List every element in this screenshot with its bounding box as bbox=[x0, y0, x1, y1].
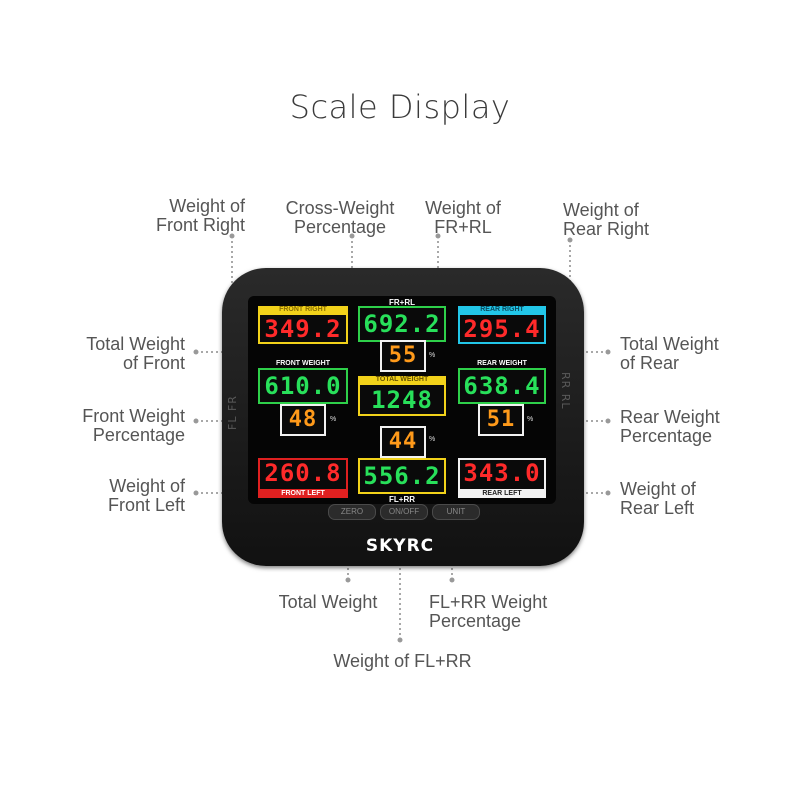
rear-right-readout bbox=[458, 306, 546, 344]
caption-line: Percentage bbox=[293, 217, 387, 237]
caption-total-front: Total Weight of Front bbox=[40, 335, 185, 373]
brand-logo: SKYRC bbox=[365, 536, 435, 556]
fr-rl-value: 692.2 bbox=[358, 306, 446, 342]
caption-line: of Rear bbox=[620, 353, 680, 373]
front-left-tag: FRONT LEFT bbox=[281, 490, 325, 497]
rear-pct-unit: % bbox=[527, 416, 534, 423]
caption-line: of Front bbox=[122, 353, 185, 373]
caption-weight-rear-right: Weight of Rear Right bbox=[563, 201, 703, 239]
front-pct-value: 48 bbox=[280, 404, 326, 436]
cross-weight-pct-unit: % bbox=[429, 352, 436, 359]
fl-rr-tag: FL+RR bbox=[389, 495, 415, 504]
front-left-value: 260.8 bbox=[264, 459, 342, 487]
caption-line: Front Weight bbox=[82, 406, 185, 426]
caption-line: Percentage bbox=[92, 425, 185, 445]
caption-line: Percentage bbox=[620, 426, 713, 446]
caption-line: Total Weight bbox=[86, 334, 185, 354]
caption-total-weight: Total Weight bbox=[278, 592, 378, 612]
caption-line: Weight of bbox=[169, 196, 245, 216]
caption-cross-weight-pct: Cross-Weight Percentage bbox=[270, 199, 410, 237]
page-title: Scale Display bbox=[289, 88, 511, 126]
caption-line: Cross-Weight bbox=[285, 198, 395, 218]
fl-rr-pct-value: 44 bbox=[380, 426, 426, 458]
caption-weight-fr-rl: Weight of FR+RL bbox=[400, 199, 526, 237]
fr-rl-tag: FR+RL bbox=[389, 298, 415, 307]
caption-fl-rr-pct: FL+RR Weight Percentage bbox=[429, 593, 579, 631]
rear-left-value: 343.0 bbox=[463, 459, 541, 487]
zero-button[interactable]: ZERO bbox=[328, 504, 376, 520]
front-left-readout bbox=[258, 458, 348, 498]
rear-left-readout bbox=[458, 458, 546, 498]
caption-line: FR+RL bbox=[434, 217, 492, 237]
rear-weight-tag: REAR WEIGHT bbox=[477, 360, 527, 367]
front-weight-tag: FRONT WEIGHT bbox=[275, 360, 331, 367]
total-weight-tag: TOTAL WEIGHT bbox=[375, 376, 429, 383]
rear-weight-value: 638.4 bbox=[458, 368, 546, 404]
fl-rr-value: 556.2 bbox=[358, 458, 446, 494]
caption-line: Rear Weight bbox=[620, 407, 720, 427]
cross-weight-pct-value: 55 bbox=[380, 340, 426, 372]
total-weight-readout bbox=[358, 376, 446, 416]
caption-front-pct: Front Weight Percentage bbox=[40, 407, 185, 445]
caption-line: Rear Right bbox=[563, 219, 650, 239]
caption-line: Front Left bbox=[107, 495, 185, 515]
front-pct-unit: % bbox=[330, 416, 337, 423]
caption-total-rear: Total Weight of Rear bbox=[620, 335, 770, 373]
rear-right-value: 295.4 bbox=[463, 315, 541, 343]
front-weight-value: 610.0 bbox=[258, 368, 348, 404]
caption-line: Weight of bbox=[425, 198, 501, 218]
side-label-right: RR RL bbox=[559, 372, 572, 410]
caption-line: Rear Left bbox=[620, 498, 695, 518]
caption-weight-fl-rr: Weight of FL+RR bbox=[333, 651, 472, 671]
total-weight-value: 1248 bbox=[371, 386, 433, 414]
caption-line: Weight of bbox=[563, 200, 639, 220]
unit-button[interactable]: UNIT bbox=[432, 504, 480, 520]
caption-line: Total Weight bbox=[620, 334, 719, 354]
caption-line: Weight of bbox=[620, 479, 696, 499]
rear-right-tag: REAR RIGHT bbox=[480, 306, 524, 313]
rear-pct-value: 51 bbox=[478, 404, 524, 436]
front-right-tag: FRONT RIGHT bbox=[279, 306, 327, 313]
caption-line: FL+RR Weight bbox=[429, 592, 548, 612]
caption-weight-front-left: Weight of Front Left bbox=[40, 477, 185, 515]
caption-weight-rear-left: Weight of Rear Left bbox=[620, 480, 770, 518]
rear-left-tag: REAR LEFT bbox=[482, 490, 522, 497]
on-off-button[interactable]: ON/OFF bbox=[380, 504, 428, 520]
caption-line: Percentage bbox=[429, 611, 522, 631]
caption-rear-pct: Rear Weight Percentage bbox=[620, 408, 770, 446]
caption-line: Front Right bbox=[155, 215, 245, 235]
caption-line: Weight of bbox=[109, 476, 185, 496]
front-right-value: 349.2 bbox=[264, 315, 342, 343]
caption-weight-front-right: Weight of Front Right bbox=[100, 197, 245, 235]
side-label-left: FL FR bbox=[226, 395, 239, 430]
fl-rr-pct-unit: % bbox=[429, 436, 436, 443]
front-right-readout bbox=[258, 306, 348, 344]
